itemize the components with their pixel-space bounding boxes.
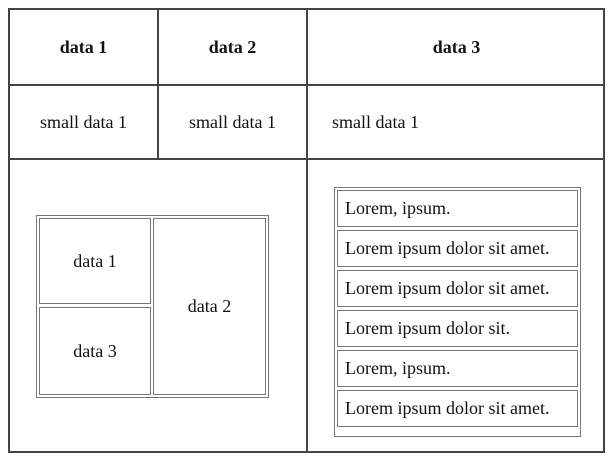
nested-table: data 1 data 3 data 2 [36,215,269,398]
list-item: Lorem, ipsum. [337,190,578,227]
main-table: data 1 data 2 data 3 small data 1 small … [8,8,605,453]
list-item: Lorem ipsum dolor sit amet. [337,390,578,427]
list-item: Lorem ipsum dolor sit amet. [337,270,578,307]
lorem-list-table: Lorem, ipsum. Lorem ipsum dolor sit amet… [334,187,581,437]
header-cell-data-2: data 2 [208,36,257,57]
small-data-cell-3: small data 1 [332,111,419,132]
small-data-cell-2: small data 1 [189,111,276,132]
nested-cell-data-2: data 2 [153,218,266,395]
row-divider-1 [10,84,603,86]
list-item: Lorem ipsum dolor sit. [337,310,578,347]
header-cell-data-1: data 1 [59,36,108,57]
list-item: Lorem ipsum dolor sit amet. [337,230,578,267]
nested-cell-data-1: data 1 [39,218,151,304]
list-item: Lorem, ipsum. [337,350,578,387]
row-divider-2 [10,158,603,160]
header-cell-data-3: data 3 [432,36,481,57]
nested-cell-data-3: data 3 [39,307,151,395]
small-data-cell-1: small data 1 [40,111,127,132]
column-divider-2 [306,10,308,453]
